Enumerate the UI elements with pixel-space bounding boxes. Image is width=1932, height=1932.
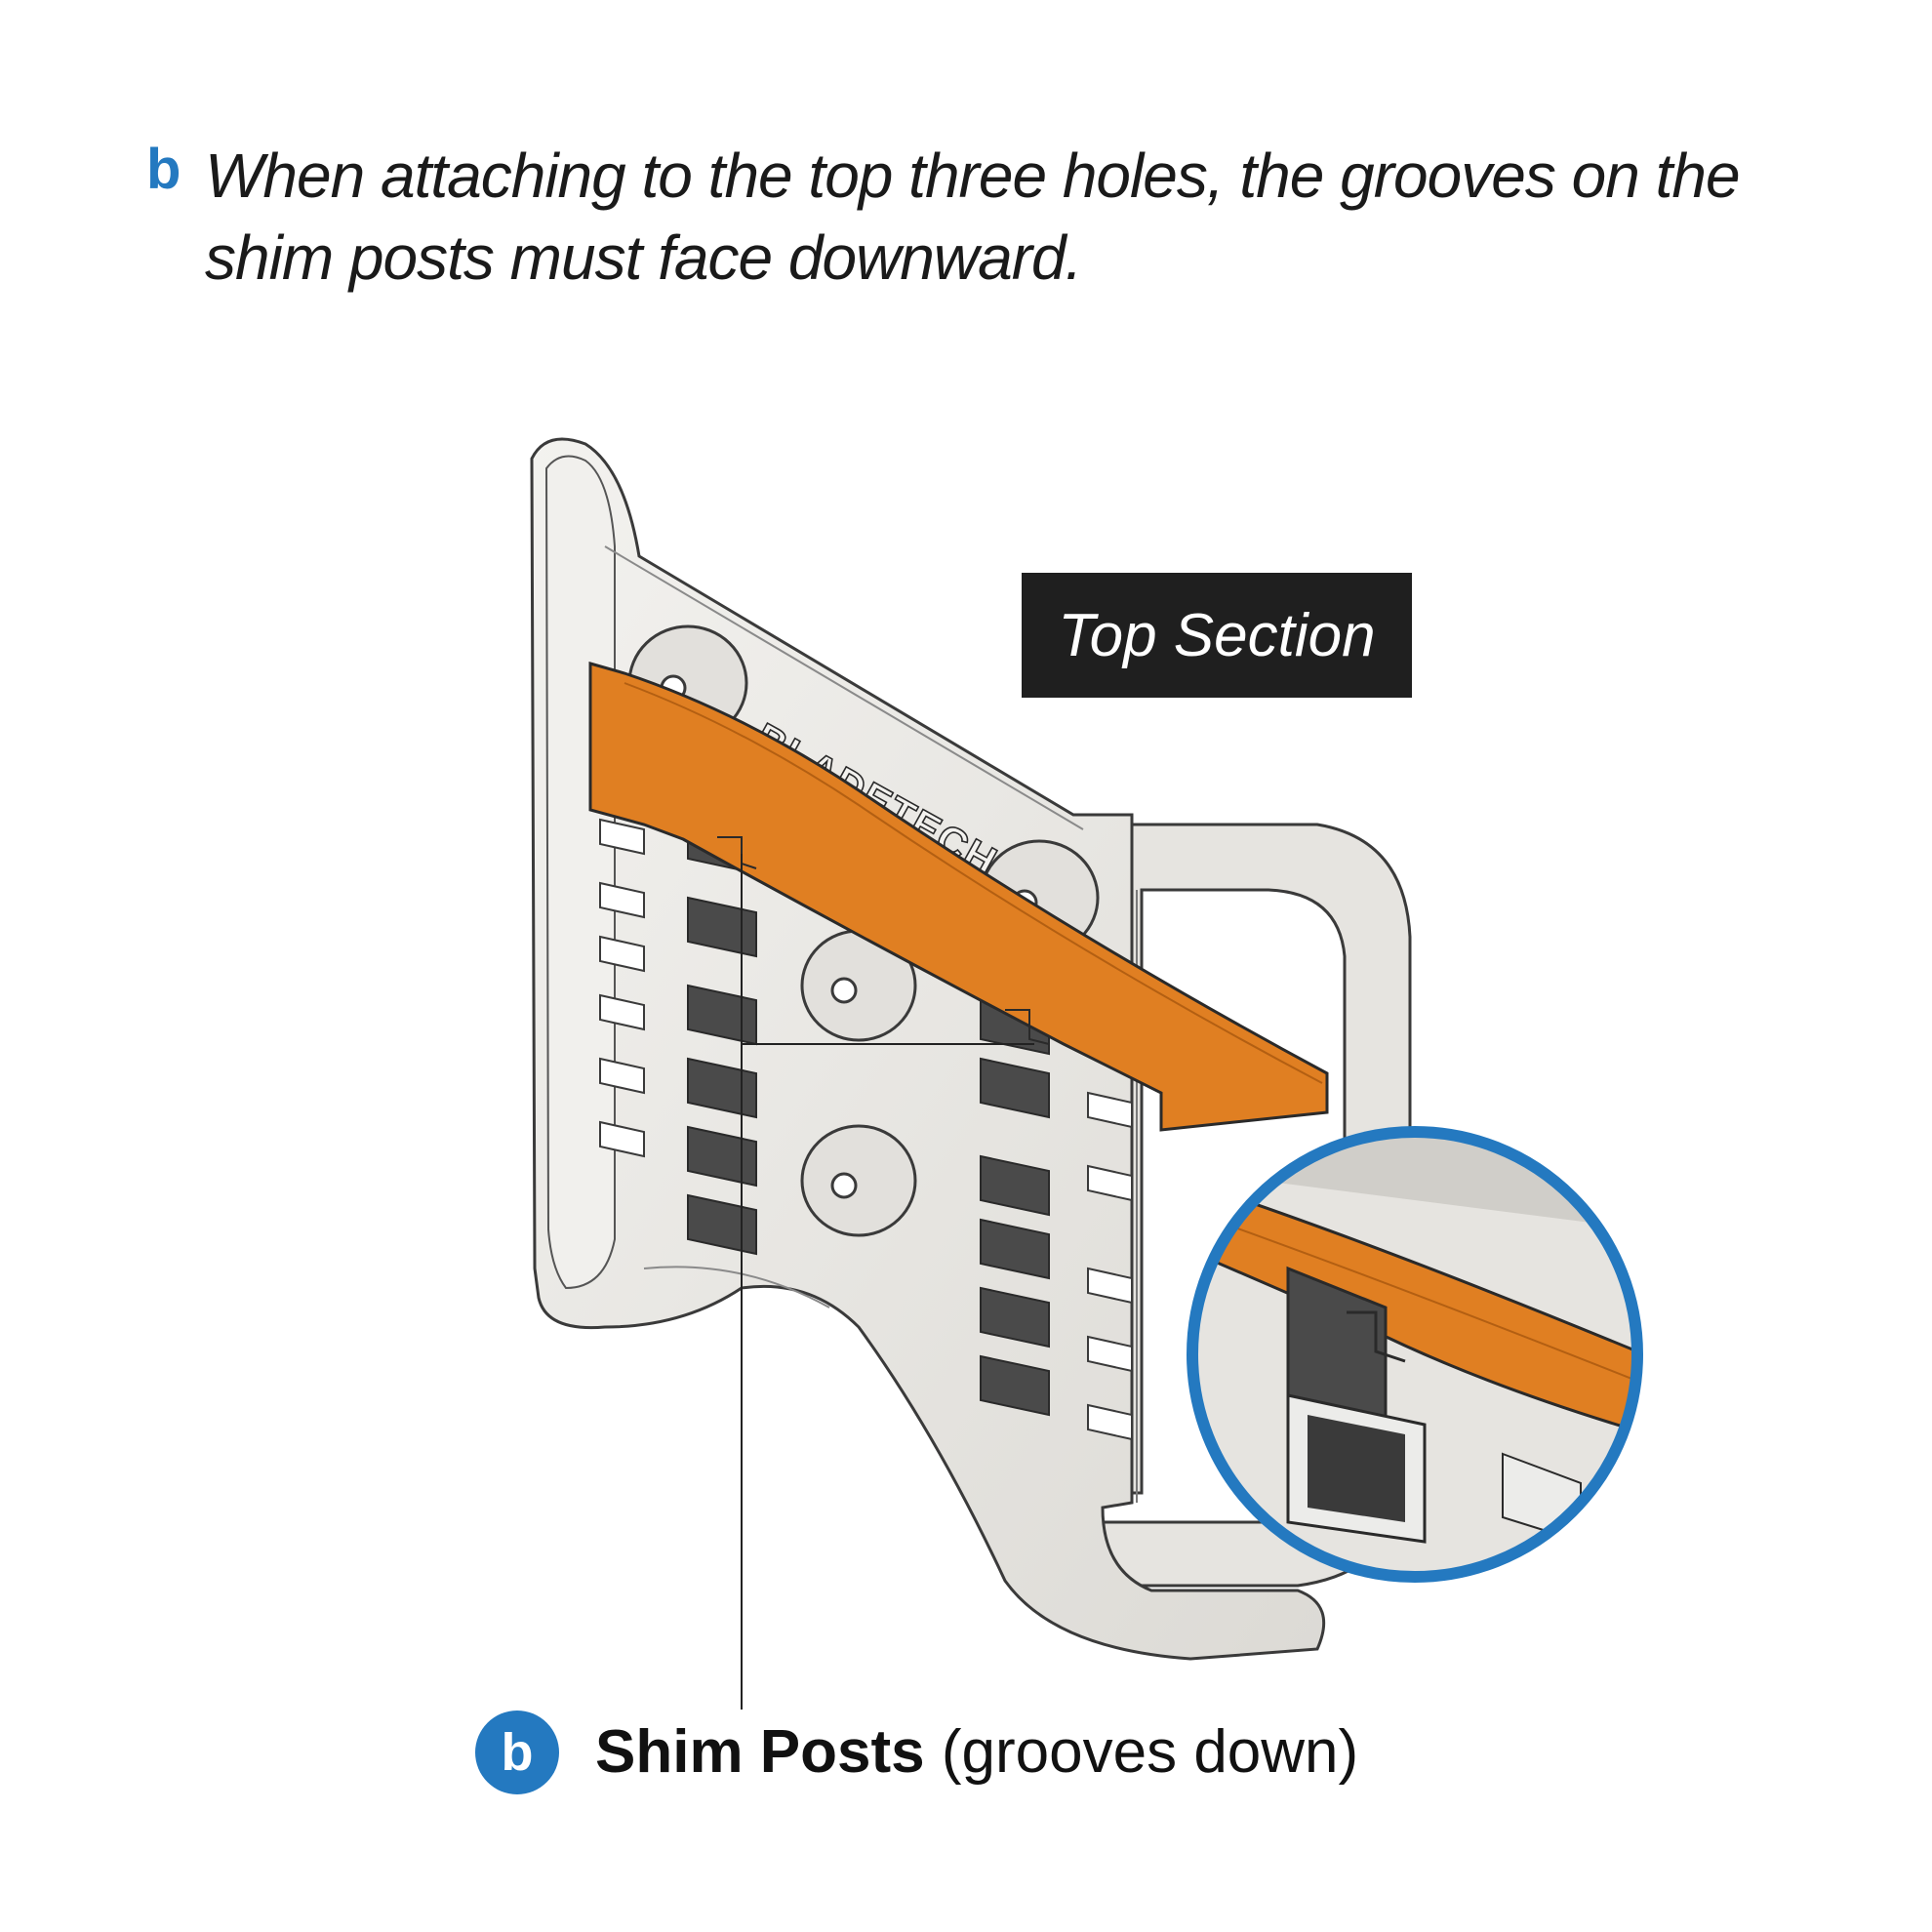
callout-badge: b xyxy=(475,1711,559,1794)
callout-bold-text: Shim Posts xyxy=(595,1718,925,1786)
section-label: Top Section xyxy=(1022,573,1412,698)
orange-shim xyxy=(588,662,1329,1132)
step-letter: b xyxy=(146,138,181,201)
callout-label: Shim Posts (grooves down) xyxy=(595,1717,1358,1787)
zoom-inset xyxy=(1187,1126,1643,1583)
callout-note: (grooves down) xyxy=(941,1718,1359,1786)
instruction-text: When attaching to the top three holes, t… xyxy=(205,141,1741,293)
leader-lines xyxy=(741,854,1034,1710)
